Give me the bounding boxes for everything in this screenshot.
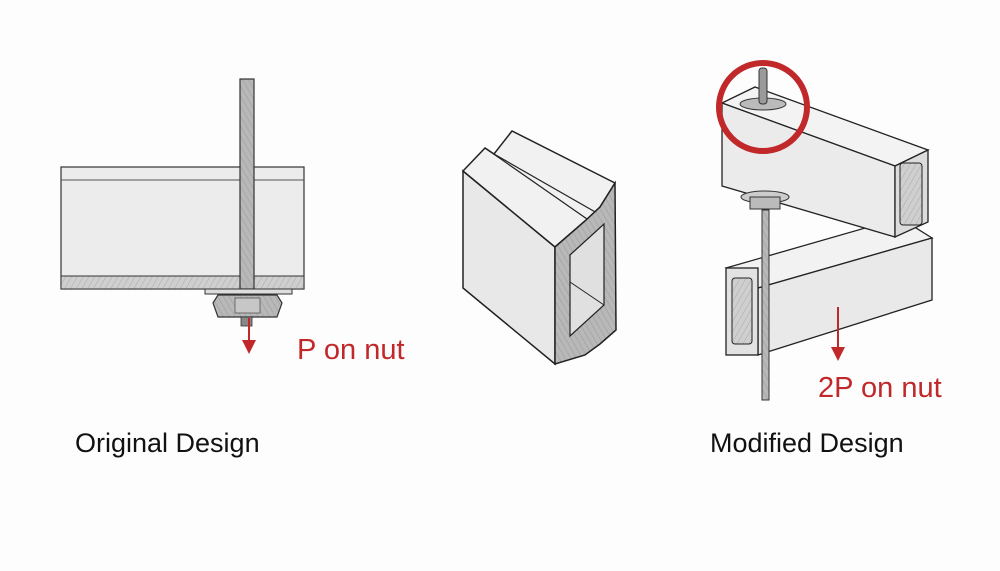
label-original-design: Original Design bbox=[75, 428, 260, 458]
original-design-drawing bbox=[60, 78, 305, 354]
threaded-rod bbox=[761, 209, 770, 401]
channel-section bbox=[60, 166, 305, 290]
label-modified-design: Modified Design bbox=[710, 428, 904, 458]
highlight-circle bbox=[716, 60, 810, 154]
annotation-2p-on-nut: 2P on nut bbox=[818, 372, 942, 404]
modified-design-drawing bbox=[716, 60, 934, 401]
bolt-shank bbox=[239, 78, 255, 290]
bottom-flange bbox=[60, 275, 305, 290]
annotation-p-on-nut: P on nut bbox=[297, 334, 405, 366]
isometric-channel-drawing bbox=[461, 130, 617, 366]
washer bbox=[204, 288, 293, 295]
